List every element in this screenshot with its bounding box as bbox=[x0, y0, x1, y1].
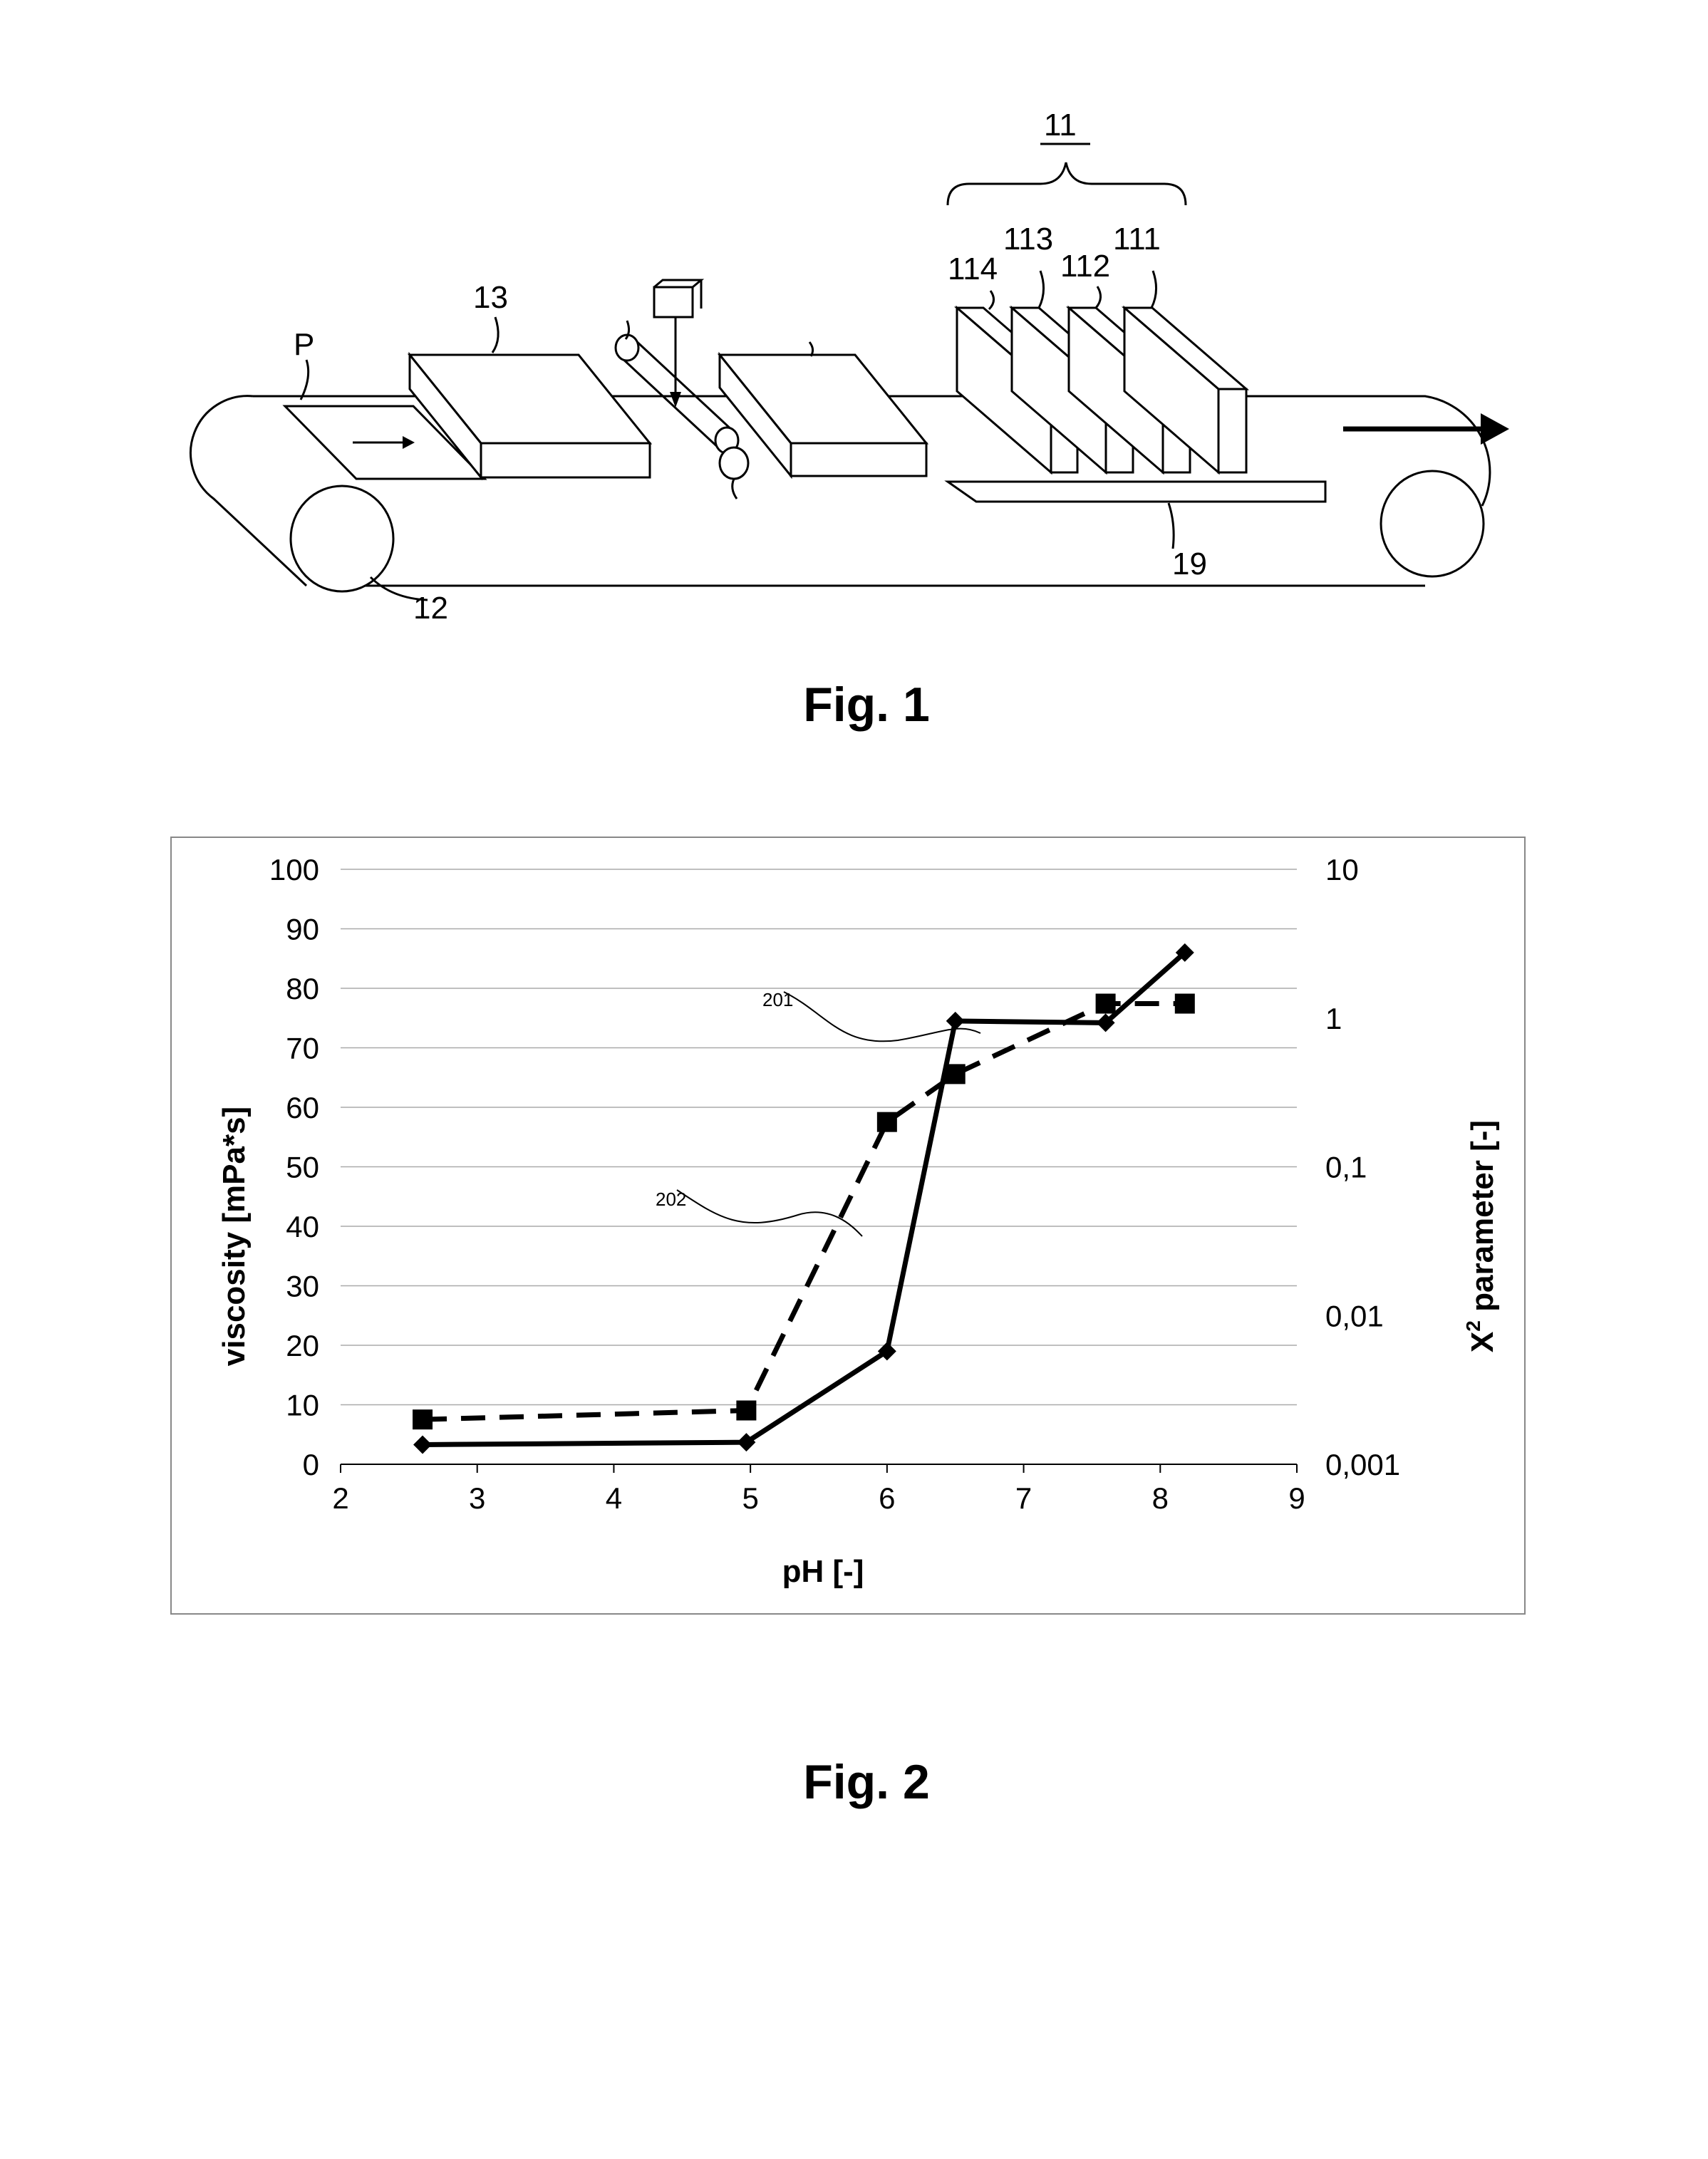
x-tick-label: 6 bbox=[879, 1481, 895, 1515]
y2-tick-label: 0,001 bbox=[1325, 1448, 1400, 1481]
y-tick-label: 20 bbox=[286, 1329, 319, 1362]
label-11: 11 bbox=[1044, 108, 1077, 143]
x-tick-label: 2 bbox=[332, 1481, 348, 1515]
data-point-202 bbox=[1175, 994, 1195, 1014]
label-113: 113 bbox=[1003, 222, 1053, 257]
print-head bbox=[654, 280, 701, 408]
y-tick-label: 50 bbox=[286, 1151, 319, 1184]
plate-19 bbox=[948, 482, 1325, 549]
y-axis-label: viscosity [mPa*s] bbox=[217, 1107, 252, 1366]
x-axis-label: pH [-] bbox=[782, 1554, 864, 1589]
label-112: 112 bbox=[1060, 249, 1110, 284]
y-tick-label: 80 bbox=[286, 972, 319, 1005]
figure-2-caption: Fig. 2 bbox=[724, 1754, 1009, 1810]
x-tick-label: 4 bbox=[606, 1481, 622, 1515]
y2-tick-label: 0,1 bbox=[1325, 1151, 1367, 1184]
y-tick-label: 90 bbox=[286, 913, 319, 946]
y-tick-label: 10 bbox=[286, 1389, 319, 1422]
y2-axis-label-main: X bbox=[1465, 1332, 1500, 1352]
y-tick-label: 100 bbox=[269, 853, 319, 886]
annotation-201: 201 bbox=[762, 989, 793, 1010]
x-tick-label: 8 bbox=[1152, 1481, 1169, 1515]
x-tick-label: 7 bbox=[1015, 1481, 1032, 1515]
x-tick-label: 9 bbox=[1288, 1481, 1305, 1515]
annotation-202: 202 bbox=[656, 1189, 686, 1210]
y2-axis-label: X2 parameter [-] bbox=[1462, 1120, 1500, 1352]
chart-frame bbox=[171, 837, 1525, 1614]
figure-1-drawing: 11 114 113 112 111 13 P 12 19 bbox=[0, 0, 1708, 677]
label-13: 13 bbox=[473, 280, 508, 315]
direction-arrowhead bbox=[1481, 413, 1509, 445]
y-tick-label: 30 bbox=[286, 1270, 319, 1303]
data-point-202 bbox=[946, 1064, 966, 1084]
x-tick-label: 3 bbox=[469, 1481, 485, 1515]
y-tick-label: 60 bbox=[286, 1091, 319, 1124]
data-point-202 bbox=[736, 1400, 756, 1420]
y-tick-label: 40 bbox=[286, 1210, 319, 1243]
y2-tick-label: 0,01 bbox=[1325, 1299, 1384, 1332]
data-point-202 bbox=[1096, 994, 1116, 1014]
y2-axis-label-rest: parameter [-] bbox=[1465, 1120, 1500, 1320]
x-tick-label: 5 bbox=[742, 1481, 758, 1515]
label-p: P bbox=[294, 327, 314, 362]
figure-1-caption: Fig. 1 bbox=[724, 677, 1009, 732]
y2-axis-label-sup: 2 bbox=[1462, 1320, 1484, 1332]
dryer-block bbox=[720, 342, 926, 476]
unit-stack-11 bbox=[957, 271, 1246, 472]
y2-tick-label: 1 bbox=[1325, 1002, 1342, 1035]
y2-tick-label: 10 bbox=[1325, 853, 1359, 886]
label-12: 12 bbox=[413, 591, 448, 626]
label-111: 111 bbox=[1113, 222, 1161, 257]
figure-2-chart: 0 10 20 30 40 50 60 70 80 90 100 0,001 0,01 0,1 1 10 2… bbox=[0, 819, 1708, 1639]
data-point-202 bbox=[413, 1409, 433, 1429]
y-tick-label: 70 bbox=[286, 1032, 319, 1065]
data-point-202 bbox=[877, 1112, 897, 1132]
label-19: 19 bbox=[1172, 547, 1207, 581]
group-brace bbox=[948, 162, 1186, 205]
y-tick-label: 0 bbox=[303, 1448, 319, 1481]
label-114: 114 bbox=[948, 252, 998, 286]
